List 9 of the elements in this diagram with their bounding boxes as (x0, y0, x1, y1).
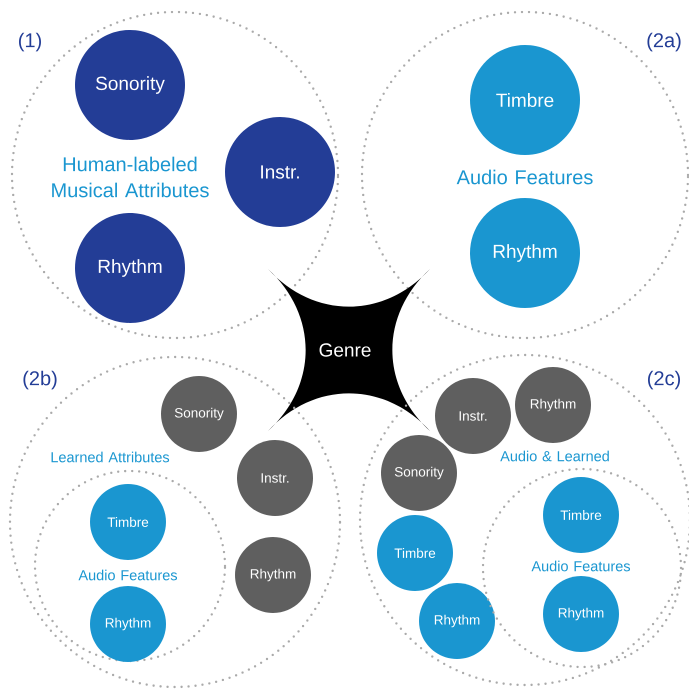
panel-label: (2c) (648, 370, 680, 390)
group-heading: Audio Features (78, 570, 178, 580)
group-heading: Human-labeled Musical Attributes (52, 156, 209, 198)
panel-label: (2a) (647, 32, 681, 52)
group-heading: Learned Attributes (52, 452, 170, 462)
group-heading: Audio Features (531, 560, 630, 572)
group-heading: Audio Features (456, 170, 593, 184)
panel-label: (1) (19, 32, 41, 52)
panel-label: (2b) (23, 370, 57, 390)
